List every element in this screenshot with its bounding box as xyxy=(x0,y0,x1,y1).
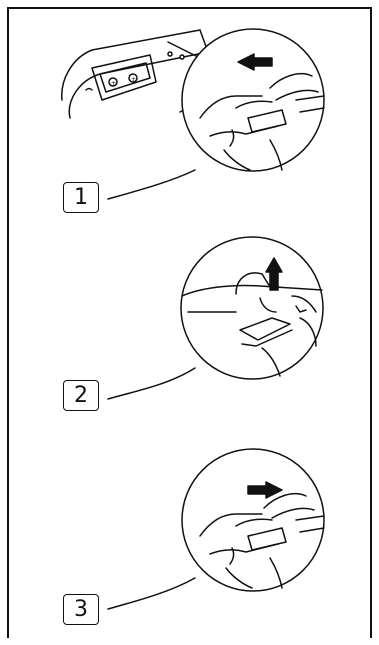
step-1-label: 1 xyxy=(63,182,99,213)
svg-text:+: + xyxy=(131,76,136,83)
step-3-label: 3 xyxy=(63,594,99,625)
step2-zoom-circle xyxy=(181,237,323,379)
step1-zoom-circle xyxy=(182,29,324,171)
step-3-number: 3 xyxy=(74,597,88,622)
step-1-number: 1 xyxy=(74,185,88,210)
step3-zoom-circle xyxy=(182,449,324,591)
step1-leader-line xyxy=(108,170,195,199)
step-2-number: 2 xyxy=(74,383,88,408)
step3-leader-line xyxy=(108,578,195,609)
svg-text:+: + xyxy=(111,80,116,87)
step2-leader-line xyxy=(108,368,195,399)
step-2-label: 2 xyxy=(63,380,99,411)
